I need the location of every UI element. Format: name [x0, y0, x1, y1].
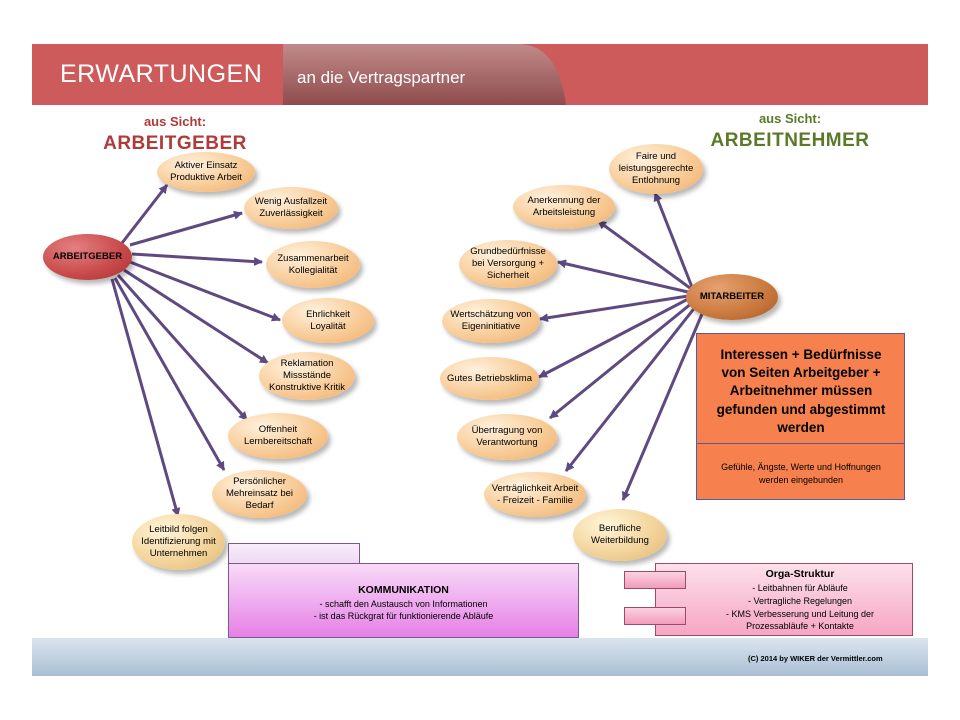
node-reklamation: Reklamation Missstände Konstruktive Krit…: [259, 352, 355, 400]
arrow-right-0: [653, 192, 694, 288]
kommunikation-title: KOMMUNIKATION: [358, 584, 449, 596]
node-entlohnung: Faire und leistungsgerechte Entlohnung: [609, 144, 703, 194]
arrow-left-2: [131, 252, 263, 267]
arrow-right-4: [538, 296, 691, 379]
arrow-left-7: [110, 278, 181, 517]
left-sicht-label: aus Sicht:: [143, 114, 207, 129]
node-anerkennung: Anerkennung der Arbeitsleistung: [513, 185, 615, 229]
hub-mitarbeiter: MITARBEITER: [686, 274, 778, 320]
orga-tab: [624, 607, 686, 625]
arrow-right-3: [539, 294, 689, 323]
arrow-left-5: [116, 274, 249, 421]
node-aktiver-einsatz: Aktiver Einsatz Produktive Arbeit: [157, 152, 255, 192]
node-grundbeduerfnisse: Grundbedürfnisse bei Versorgung + Sicher…: [459, 240, 557, 288]
node-betriebsklima: Gutes Betriebsklima: [440, 357, 539, 400]
kommunikation-tab: [228, 543, 360, 565]
orga-line: - KMS Verbesserung und Leitung der Proze…: [725, 609, 875, 632]
node-vertraeglichkeit: Verträglichkeit Arbeit - Freizeit - Fami…: [484, 472, 586, 517]
footer-bar: [32, 638, 928, 676]
footer-copyright: (C) 2014 by WIKER der Vermittler.com: [748, 654, 883, 663]
arrow-left-0: [120, 184, 169, 244]
node-wertschaetzung: Wertschätzung von Eigeninitiative: [442, 299, 540, 343]
arrow-left-3: [129, 260, 281, 322]
kommunikation-box: [228, 563, 579, 638]
node-leitbild: Leitbild folgen Identifizierung mit Unte…: [132, 514, 225, 570]
kommunikation-line: - ist das Rückgrat für funktionierende A…: [313, 611, 494, 621]
node-ausfallzeit: Wenig Ausfallzeit Zuverlässigkeit: [244, 187, 338, 229]
header-tab: [283, 44, 566, 105]
arrow-right-2: [557, 259, 689, 294]
arrow-right-5: [549, 301, 693, 420]
kommunikation-line: - schafft den Austausch von Informatione…: [319, 599, 488, 609]
arrow-left-4: [123, 268, 269, 365]
node-verantwortung: Übertragung von Verantwortung: [457, 414, 557, 460]
node-offenheit: Offenheit Lernbereitschaft: [228, 413, 328, 459]
left-party-label: ARBEITGEBER: [103, 133, 247, 154]
orga-line: - Vertragliche Regelungen: [747, 596, 853, 606]
node-zusammenarbeit: Zusammenarbeit Kollegialität: [266, 241, 360, 288]
page-subtitle: an die Vertragspartner: [297, 68, 466, 87]
node-ehrlichkeit: Ehrlichkeit Loyalität: [282, 298, 374, 343]
orga-title: Orga-Struktur: [765, 568, 835, 580]
arrow-left-6: [113, 277, 226, 471]
hub-arbeitgeber: ARBEITGEBER: [43, 234, 132, 280]
info-divider: [697, 443, 904, 444]
info-title: Interessen + Bedürfnisse von Seiten Arbe…: [716, 347, 886, 435]
page-title: ERWARTUNGEN: [60, 60, 263, 88]
orga-tab: [624, 571, 686, 589]
right-party-label: ARBEITNEHMER: [710, 130, 870, 151]
orga-box: [655, 563, 913, 636]
orga-line: - Leitbahnen für Abläufe: [752, 583, 848, 593]
arrow-right-7: [621, 313, 704, 501]
info-box: [696, 333, 905, 500]
arrow-right-6: [564, 305, 698, 472]
node-mehreinsatz: Persönlicher Mehreinsatz bei Bedarf: [212, 470, 307, 518]
arrow-left-1: [129, 210, 243, 247]
info-subtitle: Gefühle, Ängste, Werte und Hoffnungen we…: [721, 462, 881, 485]
right-sicht-label: aus Sicht:: [758, 111, 822, 126]
arrow-right-1: [597, 219, 691, 290]
node-weiterbildung: Berufliche Weiterbildung: [573, 509, 667, 561]
